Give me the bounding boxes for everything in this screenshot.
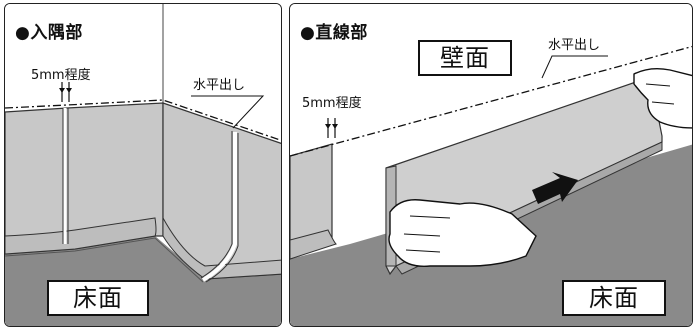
inside-corner-illustration <box>5 4 281 326</box>
level-label: 水平出し <box>548 38 601 53</box>
straight-section-title: ●直線部 <box>300 23 368 43</box>
level-label: 水平出し <box>193 78 246 93</box>
floor-label: 床面 <box>562 280 666 316</box>
gloved-hand-icon <box>633 67 692 129</box>
inside-corner-title: ●入隅部 <box>15 23 83 43</box>
straight-section-panel: ●直線部 壁面 水平出し 5mm程度 床面 <box>289 3 693 327</box>
floor-label: 床面 <box>47 280 149 316</box>
wall-label: 壁面 <box>418 40 512 76</box>
gap-arrow-icon <box>325 118 338 138</box>
gap-arrow-icon <box>59 82 72 102</box>
gap-label: 5mm程度 <box>302 96 362 111</box>
push-arrow-icon <box>532 172 578 204</box>
inside-corner-panel: ●入隅部 5mm程度 水平出し 床面 <box>4 3 282 327</box>
gap-label: 5mm程度 <box>31 68 91 83</box>
gloved-hand-icon <box>388 199 537 267</box>
